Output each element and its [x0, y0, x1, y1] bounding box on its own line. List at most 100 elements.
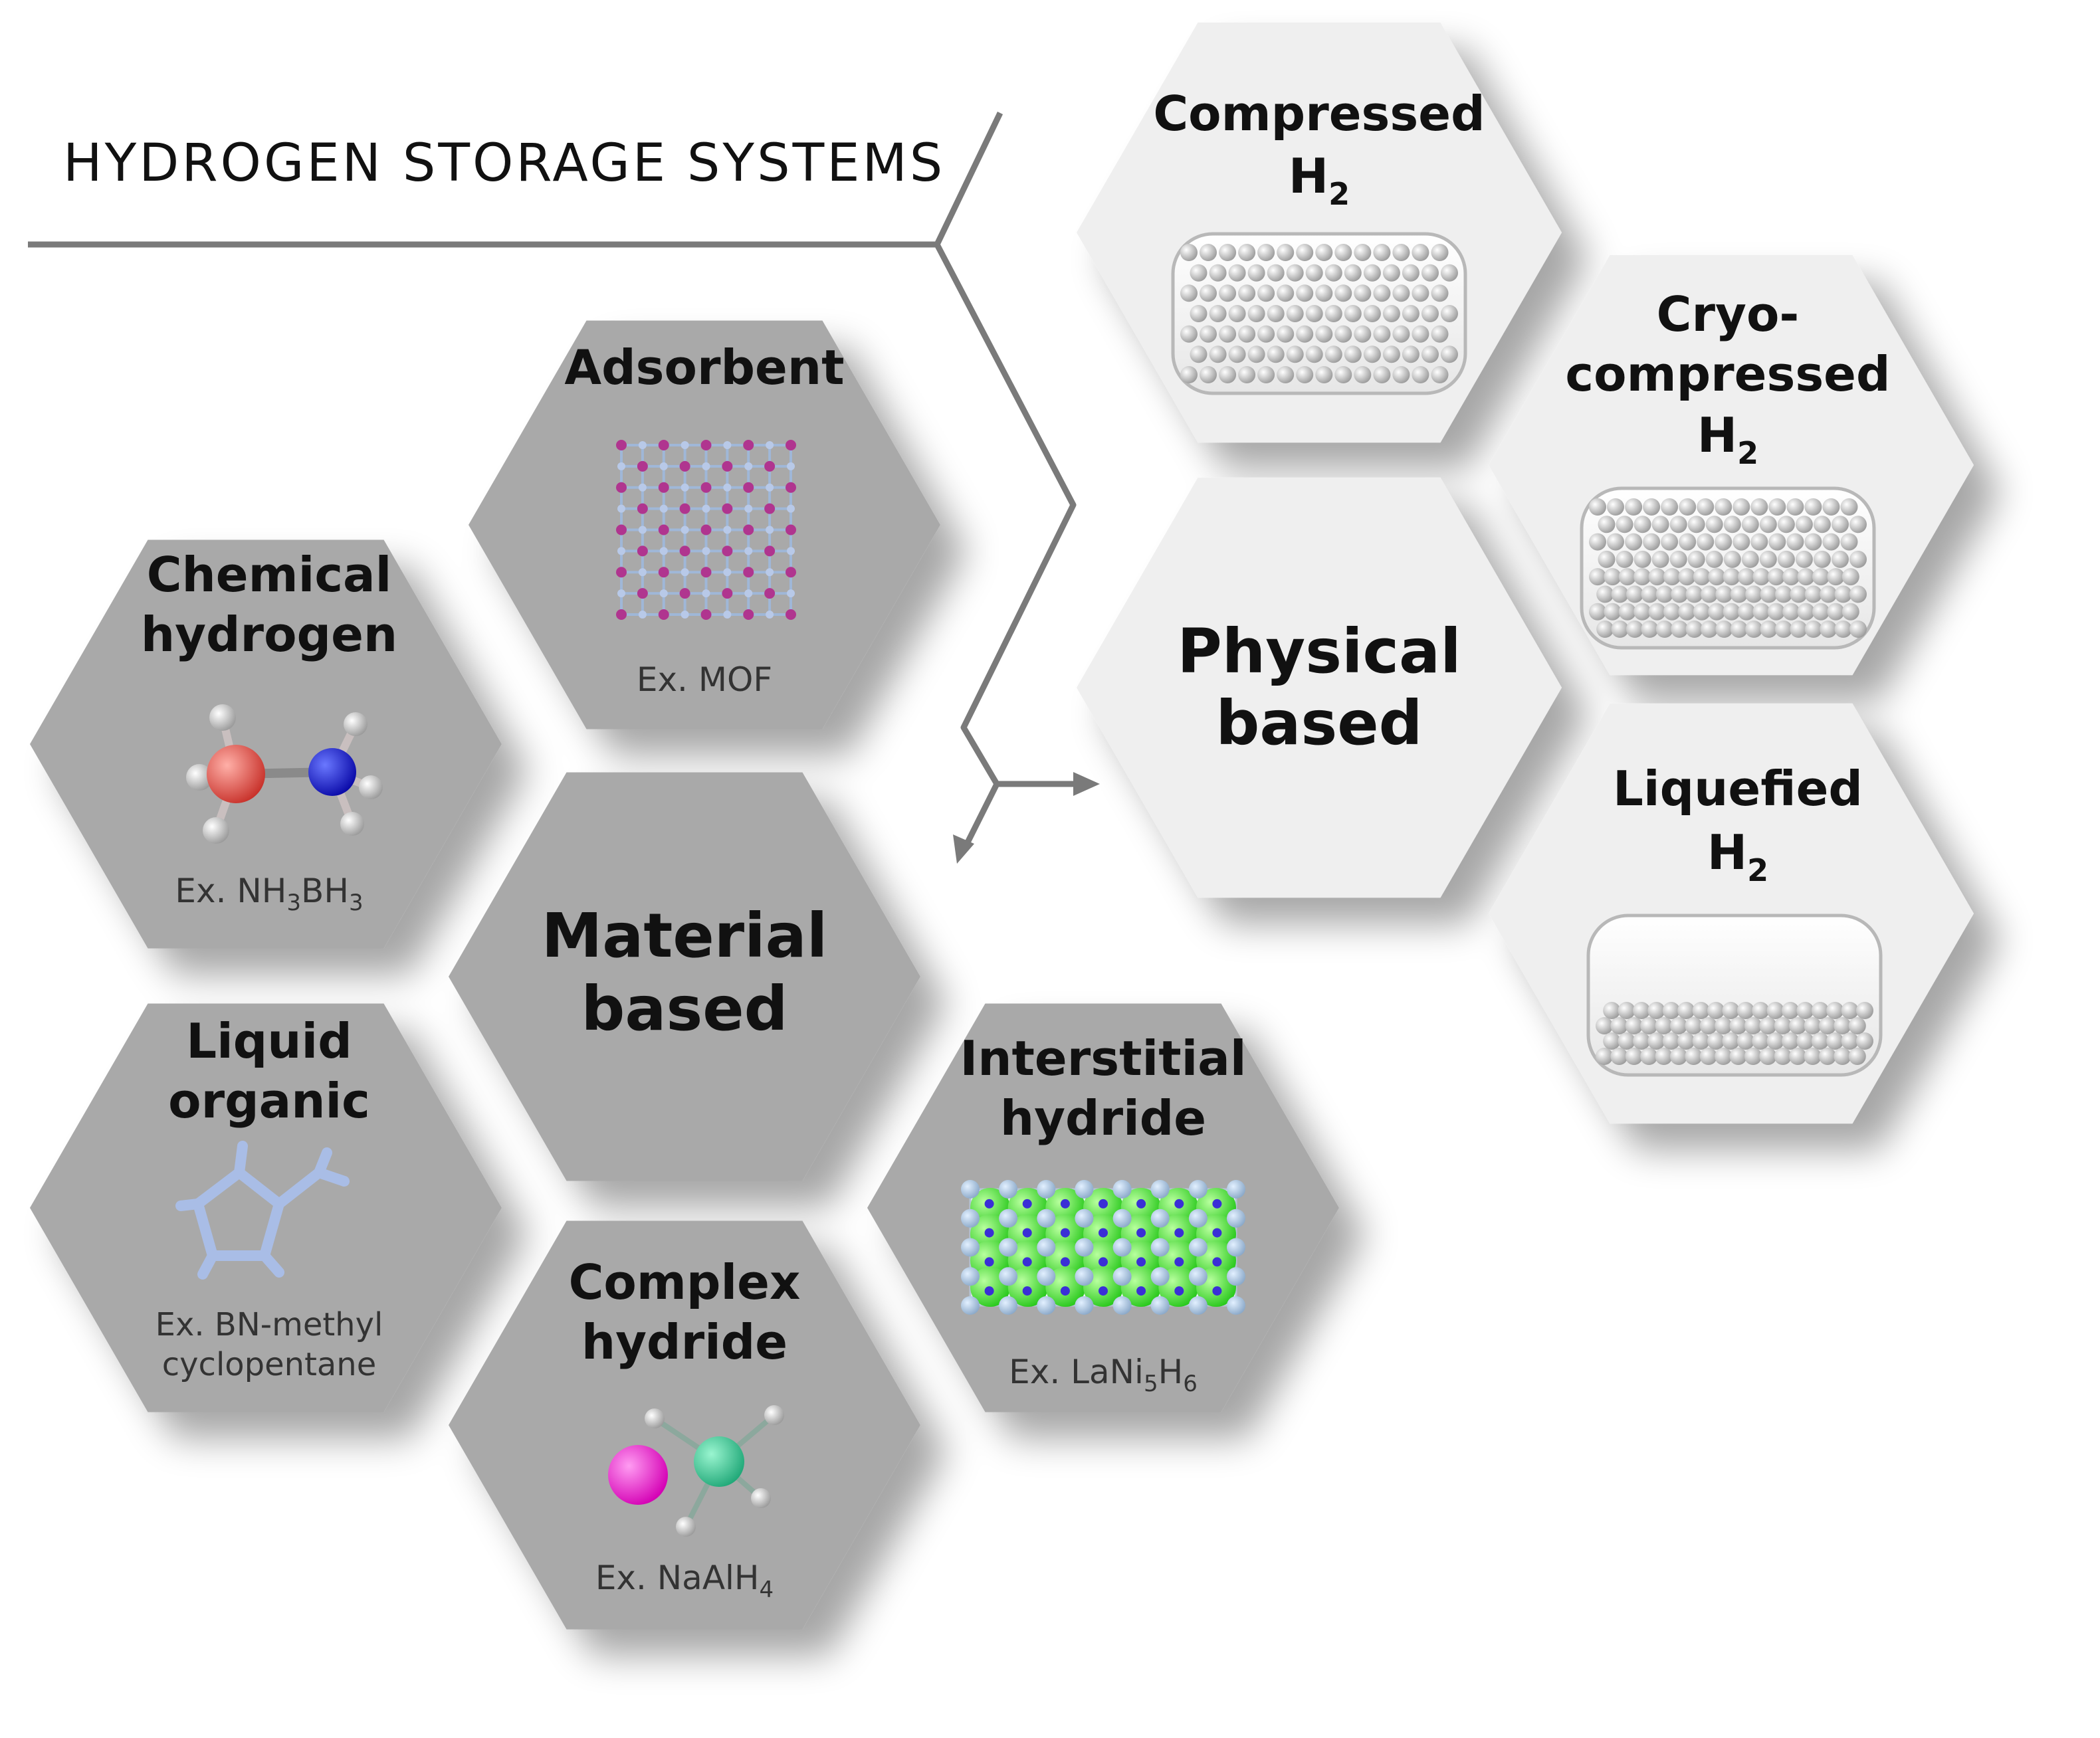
- liquid-label-2: organic: [168, 1073, 370, 1129]
- hex-physical-based: Physical based: [1177, 616, 1461, 759]
- h2-molecule: [1715, 533, 1732, 551]
- h-atom: [1022, 1228, 1032, 1238]
- ni-atom: [1075, 1238, 1094, 1257]
- h2-molecule: [1774, 1048, 1792, 1065]
- h2-molecule: [1841, 1032, 1859, 1050]
- h2-molecule: [1431, 244, 1449, 261]
- h2-molecule: [1238, 366, 1256, 383]
- ni-atom: [1112, 1180, 1132, 1199]
- h2-molecule: [1402, 345, 1419, 363]
- h2-molecule: [1750, 533, 1768, 551]
- h2-molecule: [1705, 516, 1723, 533]
- h2-molecule: [1200, 284, 1217, 302]
- h2-molecule: [1392, 366, 1410, 383]
- h-atom: [1099, 1199, 1108, 1208]
- h-atom: [1212, 1286, 1222, 1296]
- h2-molecule: [1804, 1048, 1822, 1065]
- h2-molecule: [1813, 516, 1831, 533]
- ni-atom: [961, 1180, 980, 1199]
- h2-molecule: [1363, 305, 1381, 322]
- material-based-label-2: based: [581, 973, 788, 1044]
- h2-molecule: [1804, 621, 1822, 638]
- h2-molecule: [1750, 498, 1768, 516]
- interstitial-example: Ex. LaNi5H6: [1009, 1353, 1198, 1397]
- h2-molecule: [1662, 1002, 1680, 1019]
- mof-node: [658, 567, 669, 578]
- h2-molecule: [1819, 1017, 1836, 1034]
- h2-molecule: [1732, 498, 1750, 516]
- mof-node: [700, 609, 712, 620]
- h2-molecule: [1641, 621, 1659, 638]
- ni-atom: [1227, 1208, 1245, 1228]
- ni-atom: [1112, 1238, 1132, 1257]
- arrow-to-material: [960, 782, 1000, 852]
- h-atom: [1099, 1257, 1108, 1267]
- h2-molecule: [1247, 345, 1265, 363]
- mof-node: [616, 524, 627, 535]
- mof-node: [659, 547, 668, 555]
- h2-molecule: [1759, 516, 1777, 533]
- mof-node: [700, 440, 712, 450]
- mof-node: [722, 545, 733, 557]
- mof-node: [743, 482, 754, 493]
- h2-molecule: [1786, 533, 1804, 551]
- h2-molecule: [1373, 244, 1391, 261]
- h2-molecule: [1277, 366, 1295, 383]
- h2-molecule: [1697, 533, 1715, 551]
- mof-node: [702, 462, 710, 470]
- chemical-label-1: Chemical: [147, 547, 392, 603]
- h2-molecule: [1723, 568, 1740, 586]
- h2-molecule: [1797, 603, 1815, 621]
- mof-node: [744, 589, 753, 598]
- h2-molecule: [1662, 1032, 1680, 1050]
- hex-complex-hydride: Complex hydride Ex. NaAlH4: [569, 1254, 801, 1603]
- mof-node: [617, 547, 625, 555]
- h2-molecule: [1841, 1002, 1859, 1019]
- h2-molecule: [1257, 325, 1275, 343]
- h2-molecule: [1775, 585, 1792, 603]
- h2-molecule: [1625, 1048, 1643, 1065]
- h2-molecule: [1759, 1048, 1777, 1065]
- h2-molecule: [1729, 1017, 1747, 1034]
- mof-node: [786, 524, 796, 535]
- h2-molecule: [1745, 621, 1763, 638]
- h2-molecule: [1663, 568, 1681, 586]
- h2-molecule: [1200, 325, 1217, 343]
- h2-molecule: [1766, 1002, 1784, 1019]
- h2-molecule: [1759, 550, 1777, 568]
- h2-molecule: [1669, 550, 1687, 568]
- hex-shape-material: [449, 772, 920, 1181]
- mof-node: [637, 460, 648, 472]
- complex-example: Ex. NaAlH4: [595, 1559, 774, 1603]
- h-atom: [1060, 1228, 1070, 1238]
- mof-node: [681, 568, 689, 577]
- h2-molecule: [1626, 621, 1643, 638]
- mof-node: [638, 611, 647, 619]
- h2-molecule: [1641, 585, 1659, 603]
- h2-molecule: [1760, 621, 1778, 638]
- mof-node: [616, 567, 627, 578]
- mof-node: [766, 526, 774, 534]
- h2-molecule: [1841, 568, 1859, 586]
- h2-molecule: [1729, 1048, 1747, 1065]
- complex-label-2: hydride: [581, 1314, 788, 1370]
- h2-molecule: [1373, 325, 1391, 343]
- h2-molecule: [1354, 244, 1372, 261]
- h2-molecule: [1334, 325, 1352, 343]
- h2-molecule: [1759, 1017, 1777, 1034]
- h2-molecule: [1431, 284, 1449, 302]
- h2-molecule: [1701, 621, 1718, 638]
- h2-molecule: [1277, 284, 1295, 302]
- h2-molecule: [1768, 533, 1786, 551]
- h2-molecule: [1840, 498, 1858, 516]
- arrow-head-physical-icon: [1073, 772, 1100, 796]
- mof-node: [700, 567, 712, 578]
- h2-molecule: [1697, 498, 1715, 516]
- h2-molecule: [1286, 345, 1304, 363]
- h2-molecule: [1648, 568, 1666, 586]
- h2-molecule: [1219, 325, 1237, 343]
- h2-molecule: [1736, 1002, 1754, 1019]
- h2-molecule: [1730, 621, 1748, 638]
- ni-atom: [999, 1208, 1018, 1228]
- h2-molecule: [1354, 284, 1372, 302]
